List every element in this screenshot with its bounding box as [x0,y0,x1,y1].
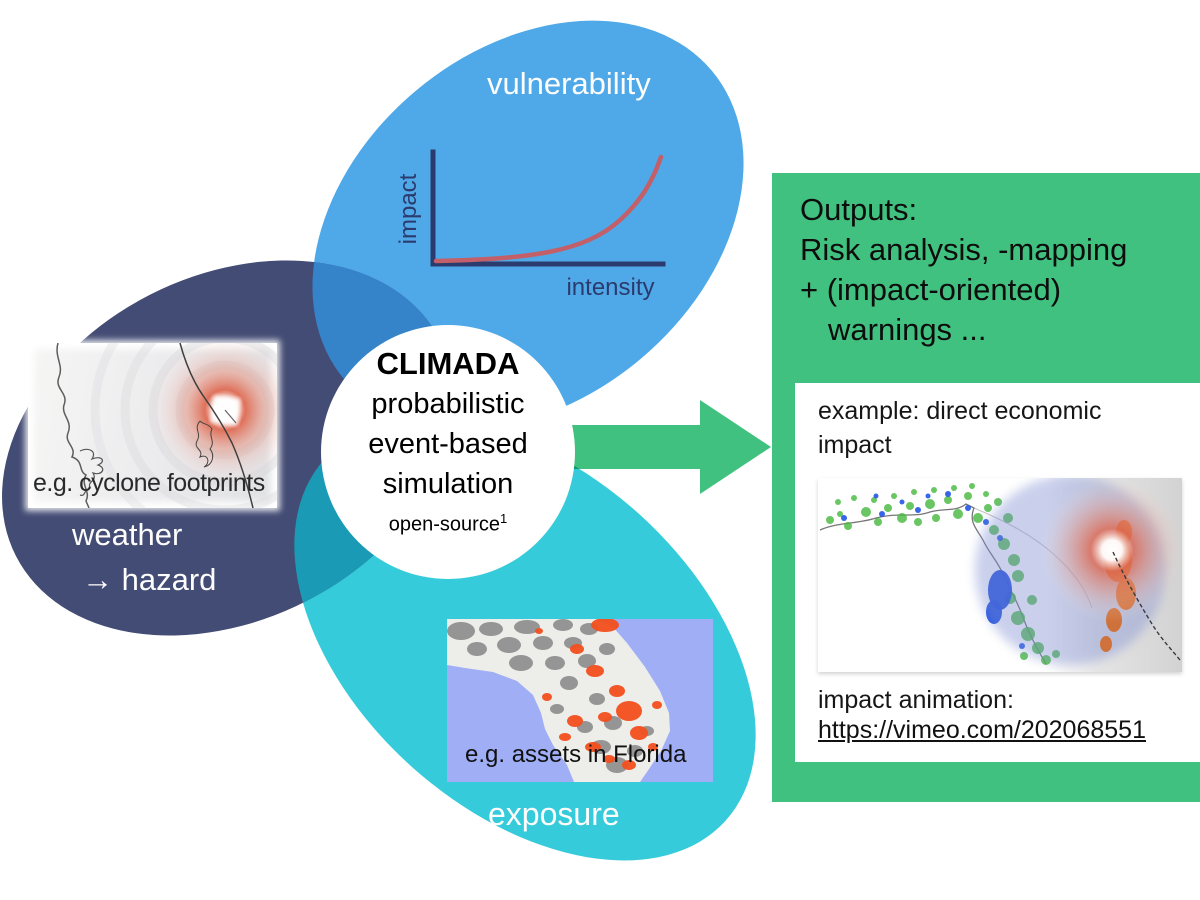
urban-gray-patches [447,619,654,773]
center-node-line1: probabilistic [371,388,525,420]
coastline-line [56,342,90,509]
example-caption: example: direct economic impact [818,397,1102,459]
outputs-heading-line3: + (impact-oriented) [800,272,1062,307]
overlap-vulnerability-hazard [231,260,454,514]
center-node-line2: event-based [368,428,528,460]
impact-animation-link[interactable]: https://vimeo.com/202068551 [818,716,1146,744]
center-node-title: CLIMADA [376,346,520,381]
center-node-line3: simulation [382,468,514,500]
exposure-label: exposure [488,796,620,832]
intensity-axis-label: intensity [566,274,655,301]
assets-florida-canvas [447,618,670,782]
center-node-note: open-source1 [388,511,508,536]
storm-track-line [179,342,254,509]
impact-animation-label: impact animation: [818,686,1014,714]
vulnerability-chart-axes [430,149,666,267]
cyclone-footprint-image: e.g. cyclone footprints [28,275,360,545]
vulnerability-chart-curve [433,154,664,264]
coast-detail-polygon [195,420,214,468]
center-node: CLIMADA probabilistic event-based simula… [326,344,570,540]
outputs-heading-line1: Outputs: [800,192,918,227]
hazard-label-line1: weather [72,517,183,552]
outputs-heading-line2: Risk analysis, -mapping [800,232,1128,267]
bay-detail-line [79,448,104,496]
assets-florida-caption: e.g. assets in Florida [465,741,687,768]
hazard-label: weather → hazard [72,512,216,602]
outputs-heading: Outputs: Risk analysis, -mapping + (impa… [800,190,1127,350]
center-circle [321,325,575,579]
asset-orange-patches [535,618,662,770]
assets-florida-image: e.g. assets in Florida [447,618,713,782]
cyclone-glow-example [1040,478,1184,622]
cyclone-footprint-caption: e.g. cyclone footprints [33,469,265,497]
florida-land [447,619,670,782]
storm-track-example [1112,551,1181,661]
impact-axis-label: impact [395,173,422,245]
hazard-label-line2: → hazard [82,562,217,597]
vulnerability-label: vulnerability [487,66,651,101]
impact-map-image [818,475,1184,672]
impact-map-canvas [819,475,1184,672]
flow-arrow-icon [562,400,771,494]
outputs-heading-line4: warnings ... [828,312,987,347]
eye-track-stub [224,409,237,424]
